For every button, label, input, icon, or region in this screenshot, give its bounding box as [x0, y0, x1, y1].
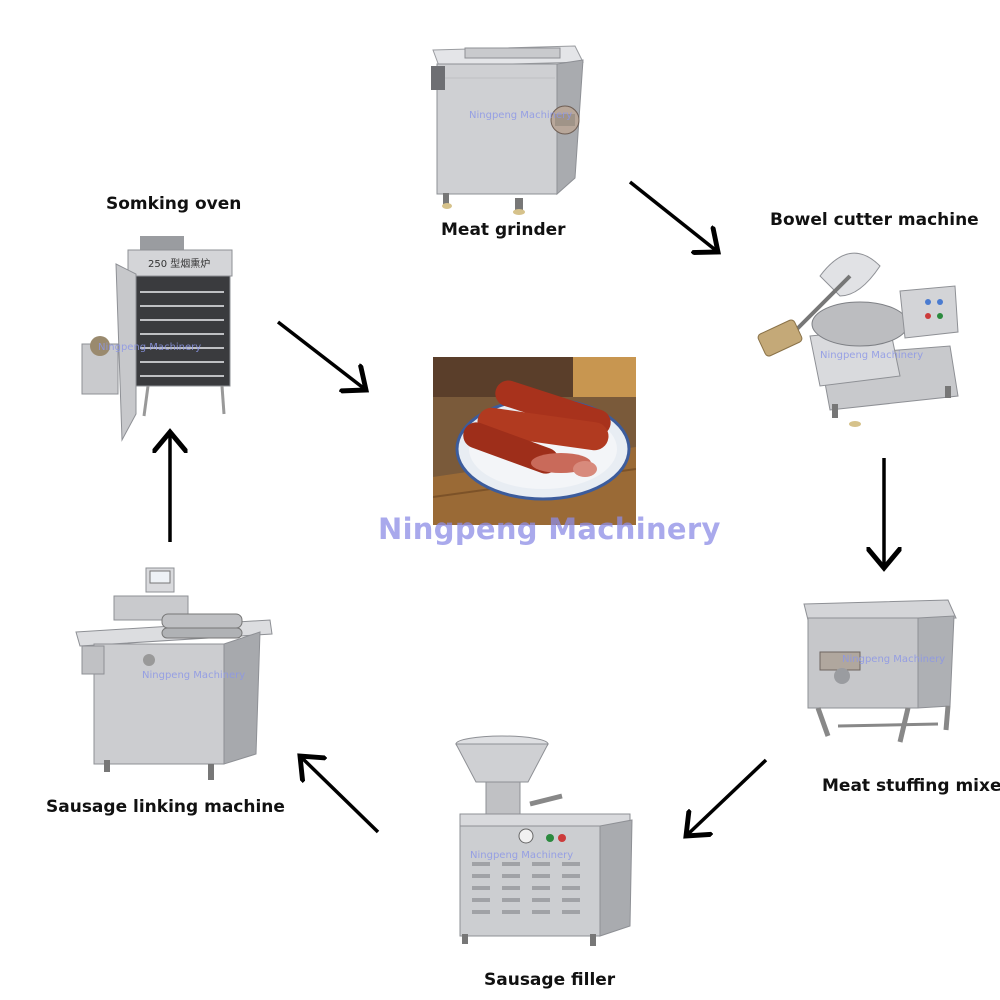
label-bowel-cutter: Bowel cutter machine [770, 210, 979, 230]
sausage-filler-image: Ningpeng Machinery [450, 734, 640, 950]
sausage-product-image [433, 357, 636, 525]
label-stuffing-mixer: Meat stuffing mixer [822, 776, 1000, 796]
arrow-filler-to-linker [300, 756, 380, 834]
filler-watermark: Ningpeng Machinery [470, 850, 574, 861]
label-smoking-oven: Somking oven [106, 194, 242, 214]
arrow-oven-to-product [276, 320, 366, 390]
arrow-grinder-to-cutter [628, 180, 718, 252]
mixer-watermark: Ningpeng Machinery [842, 654, 946, 665]
oven-plate-text: 250 型烟熏炉 [148, 257, 210, 270]
smoking-oven-image: 250 型烟熏炉 Ningpeng Machinery [78, 234, 236, 444]
oven-watermark: Ningpeng Machinery [98, 342, 202, 353]
linker-watermark: Ningpeng Machinery [142, 670, 246, 681]
grinder-watermark: Ningpeng Machinery [469, 110, 573, 121]
cutter-watermark: Ningpeng Machinery [820, 350, 924, 361]
label-linking-machine: Sausage linking machine [46, 797, 285, 817]
stuffing-mixer-image: Ningpeng Machinery [798, 596, 958, 744]
label-sausage-filler: Sausage filler [484, 970, 616, 990]
arrow-mixer-to-filler [686, 758, 768, 836]
meat-grinder-image: Ningpeng Machinery [425, 38, 595, 218]
label-meat-grinder: Meat grinder [441, 220, 566, 240]
center-watermark: Ningpeng Machinery [378, 512, 721, 546]
bowel-cutter-image: Ningpeng Machinery [750, 236, 965, 430]
linking-machine-image: Ningpeng Machinery [74, 564, 276, 788]
